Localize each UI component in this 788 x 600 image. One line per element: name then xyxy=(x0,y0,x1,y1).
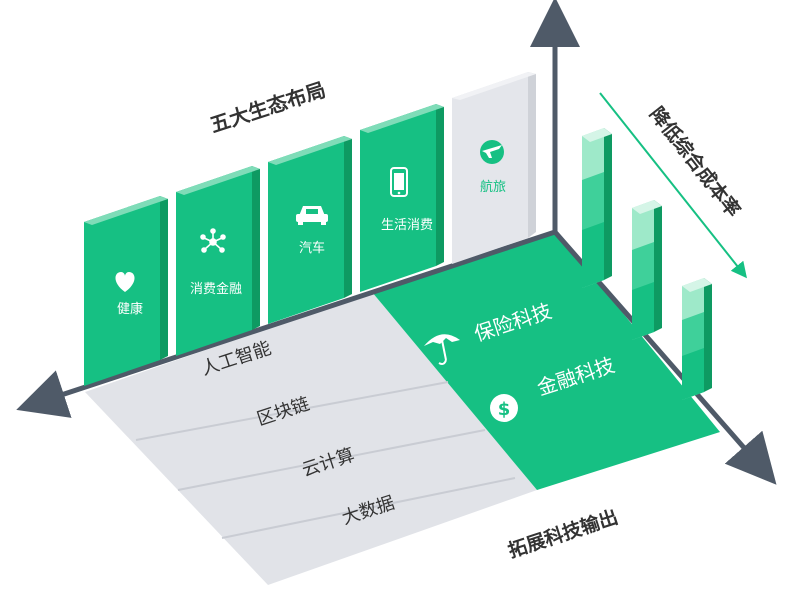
pillar-label-health: 健康 xyxy=(117,301,143,317)
pillar-travel xyxy=(452,72,536,264)
base-gray-panel xyxy=(85,292,537,585)
pillar-label-life: 生活消费 xyxy=(381,218,433,233)
pillar-label-travel: 航旅 xyxy=(480,179,506,195)
cost-trend-arrow xyxy=(599,92,747,279)
pillar-consumer-finance xyxy=(176,166,260,356)
left-axis xyxy=(16,229,556,418)
network-icon xyxy=(200,228,226,253)
umbrella-icon xyxy=(424,334,460,365)
base-green-panel xyxy=(372,230,720,490)
phone-icon xyxy=(390,167,408,197)
pillar-label-car: 汽车 xyxy=(299,240,325,256)
dollar-icon: $ xyxy=(490,394,518,422)
heart-icon xyxy=(115,272,135,292)
base-divider xyxy=(135,381,449,441)
car-icon xyxy=(296,206,328,225)
pillar-label-consumer-finance: 消费金融 xyxy=(190,281,242,297)
cost-bar-1 xyxy=(582,128,612,288)
cost-bar-2 xyxy=(632,200,662,340)
plane-globe-icon xyxy=(480,140,504,164)
tech-output-title: 拓展科技输出 xyxy=(505,505,621,562)
cost-bar-3 xyxy=(682,278,712,400)
ecosystem-title: 五大生态布局 xyxy=(207,77,329,137)
pillar-health xyxy=(84,196,168,386)
svg-text:$: $ xyxy=(498,399,511,420)
pillar-life xyxy=(360,104,444,292)
base-divider xyxy=(177,429,486,491)
pillar-car xyxy=(268,136,352,324)
cost-reduction-title: 降低综合成本率 xyxy=(645,103,745,222)
base-divider xyxy=(221,477,516,539)
